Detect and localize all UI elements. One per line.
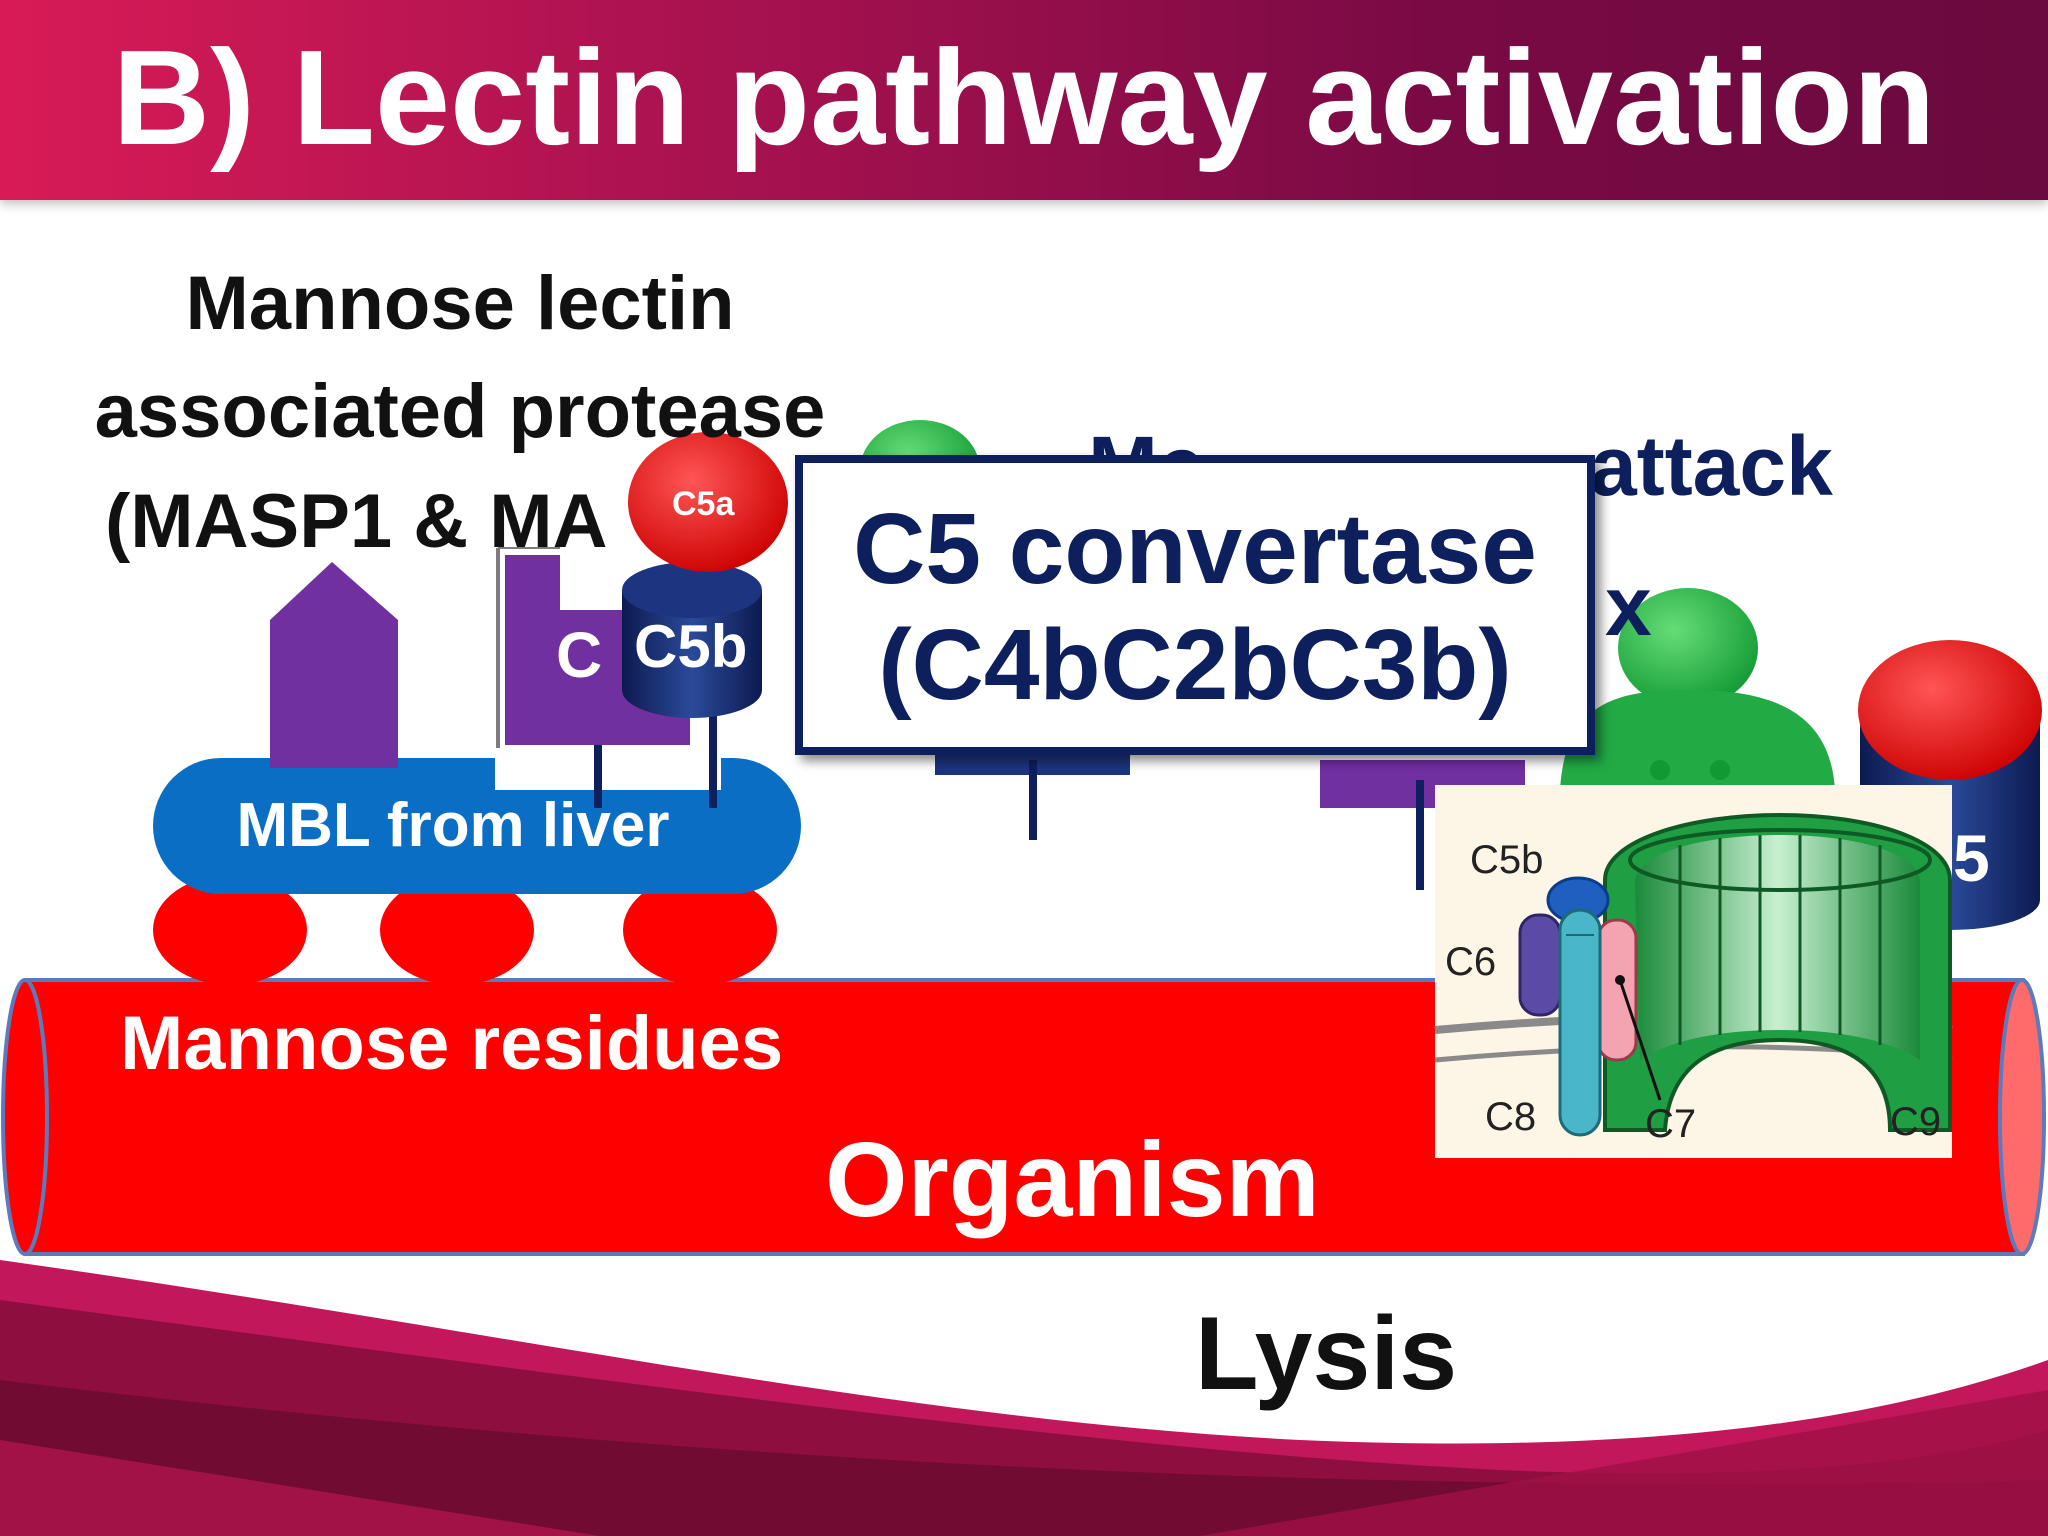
mac-inset [1434,785,1953,1158]
mac-label-c7: C7 [1645,1102,1697,1146]
title-bar [0,0,2048,200]
mbl-shape [153,758,801,894]
callout-line-2: (C4bC2bC3b) [878,609,1512,721]
green-complex-right [1560,588,1835,790]
c5a-label: C5a [672,485,735,523]
c4-label: C [556,619,603,691]
organism-label: Organism [825,1121,1320,1239]
mbl-label: MBL from liver [236,791,670,860]
mannose-residues-label: Mannose residues [120,1001,784,1086]
mac-title-part3: x [1605,559,1652,653]
mac-label-c5b: C5b [1470,838,1544,882]
slide-title: B) Lectin pathway activation [112,22,1936,173]
masp-line-2: associated protease [94,369,826,454]
mannose-residue [380,875,534,985]
masp-text: Mannose lectin associated protease [50,250,870,466]
c5-convertase-callout: C5 convertase (C4bC2bC3b) [795,455,1595,755]
mannose-residue [623,875,777,985]
mannose-residue [153,875,307,985]
c5a-ball [628,432,788,572]
masp-line-3: (MASP1 & MA [105,479,608,564]
c5b-label-top: C5b [634,613,748,680]
mac-label-c6: C6 [1445,940,1497,984]
mac-label-c9: C9 [1890,1100,1942,1144]
bottom-decor-band [0,1260,2048,1536]
mac-title-part2: attack [1590,419,1833,513]
c5-label-right: 5 [1953,821,1990,895]
c5b-cylinder-top [622,562,762,718]
callout-line-1: C5 convertase [853,493,1537,605]
mac-label-c8: C8 [1485,1095,1537,1139]
lysis-label: Lysis [1195,1296,1458,1412]
masp-shape [270,562,398,768]
masp-line-1: Mannose lectin [185,261,735,346]
